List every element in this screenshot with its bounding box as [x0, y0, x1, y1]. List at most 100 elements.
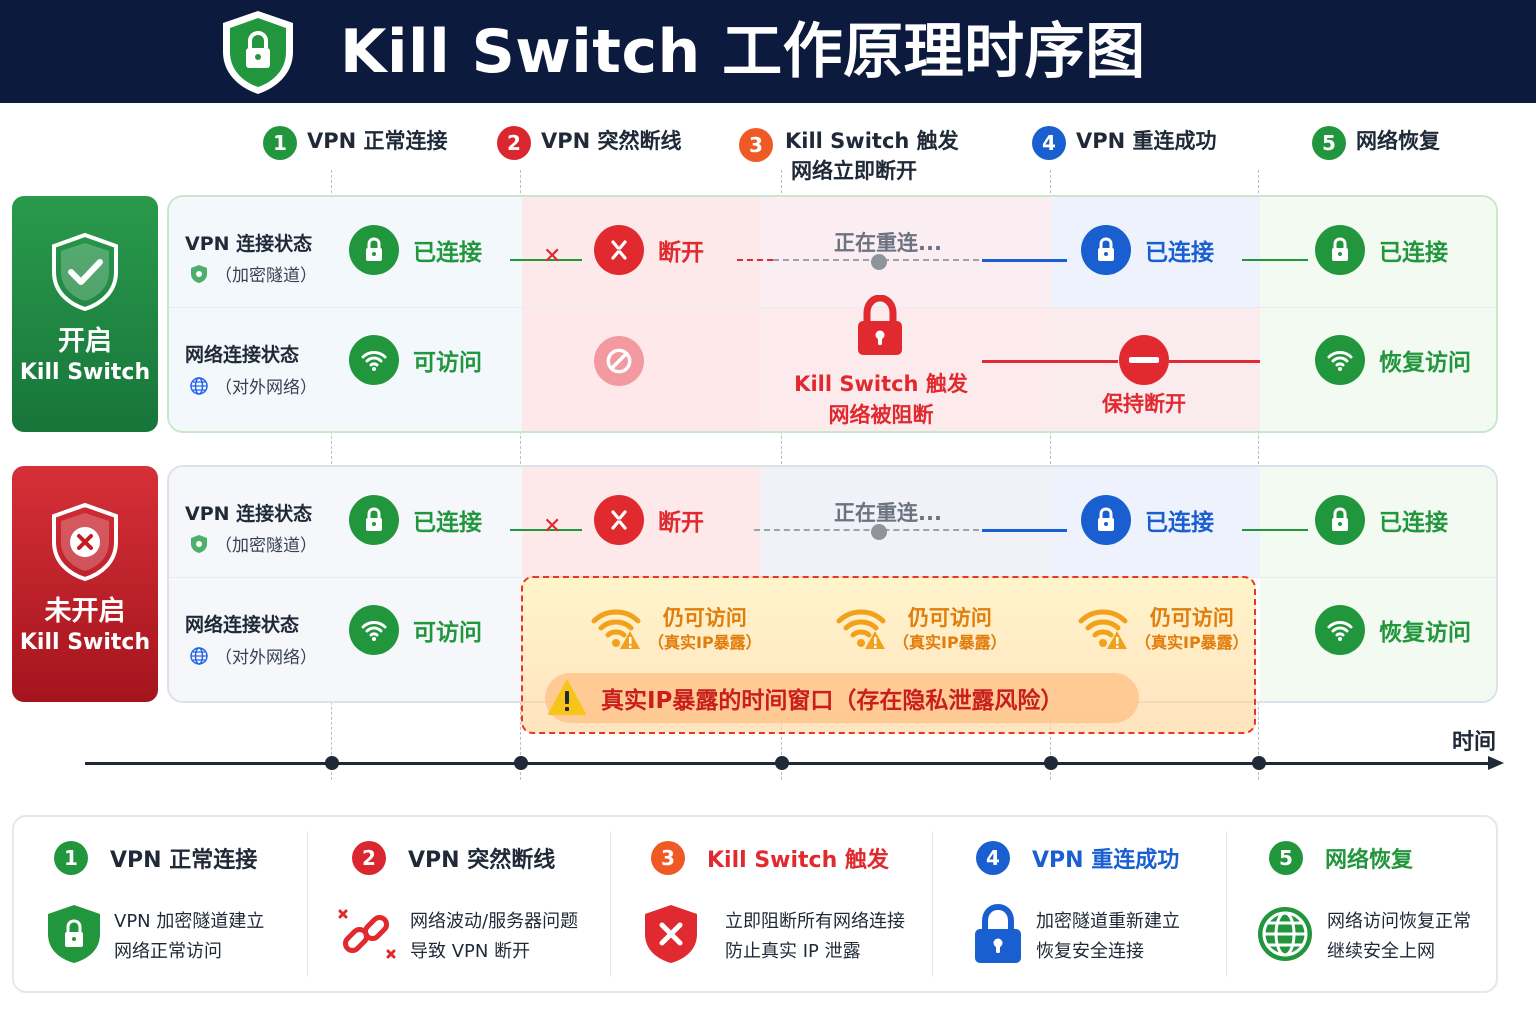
row-divider [169, 307, 1496, 308]
status-net-accessible: 可访问 [349, 605, 482, 655]
legend-desc-line2: 继续安全上网 [1327, 941, 1435, 962]
legend-desc-line2: 防止真实 IP 泄露 [725, 941, 861, 962]
badge-subtitle: Kill Switch [19, 630, 151, 655]
zone-normal [169, 467, 522, 701]
axis-dot [775, 756, 789, 770]
still-main: 仍可访问 [1149, 606, 1234, 630]
padlock-icon [858, 295, 902, 355]
shield-x-icon [52, 502, 118, 582]
legend-desc-line2: 恢复安全连接 [1036, 941, 1144, 962]
reconnected-line [982, 259, 1067, 262]
legend-separator [1226, 831, 1227, 977]
shield-icon [191, 534, 207, 553]
shield-icon [191, 264, 207, 283]
step-number: 2 [497, 126, 531, 160]
legend-separator [932, 831, 933, 977]
status-text: 可访问 [413, 350, 482, 376]
legend-title: 网络恢复 [1325, 848, 1414, 873]
legend-desc-line1: 加密隧道重新建立 [1036, 911, 1180, 932]
legend-desc-line1: 网络波动/服务器问题 [410, 911, 579, 932]
legend-card-4: 4 VPN 重连成功 加密隧道重新建立 恢复安全连接 [975, 817, 1224, 991]
status-net-accessible: 可访问 [349, 335, 482, 385]
badge-subtitle: Kill Switch [19, 360, 151, 385]
broken-link-icon [594, 225, 644, 275]
header-bar: Kill Switch 工作原理时序图 [0, 0, 1536, 103]
broken-link-icon [338, 909, 396, 959]
legend-separator [610, 831, 611, 977]
status-vpn-connected-final: 已连接 [1315, 495, 1448, 545]
legend-card-5: 5 网络恢复 网络访问恢复正常 继续安全上网 [1258, 817, 1494, 991]
row-sub-vpn: （加密隧道） [189, 261, 317, 286]
globe-icon [190, 376, 208, 395]
blocked-line2: 网络被阻断 [828, 403, 934, 427]
step-number: 5 [1312, 126, 1346, 160]
legend-title: Kill Switch 触发 [707, 848, 889, 873]
connection-line [510, 259, 582, 261]
legend-desc-line1: VPN 加密隧道建立 [114, 911, 265, 932]
status-vpn-disconnected: 断开 [594, 225, 704, 275]
status-vpn-reconnected: 已连接 [1081, 225, 1214, 275]
shield-x-icon [645, 905, 697, 963]
badge-kill-switch-on: 开启 Kill Switch [12, 196, 158, 432]
status-reconnecting: 正在重连... [834, 501, 942, 525]
step-number: 1 [54, 841, 88, 875]
no-entry-icon [1119, 335, 1169, 385]
step-header-4: 4 VPN 重连成功 [1032, 126, 1217, 160]
row-title-net: 网络连接状态 [185, 614, 300, 636]
step-header-3: 3 Kill Switch 触发 网络立即断开 [739, 126, 959, 186]
axis-dot [514, 756, 528, 770]
reconnected-line [982, 529, 1067, 532]
globe-icon [1258, 907, 1312, 961]
legend-title: VPN 正常连接 [110, 848, 258, 873]
still-sub: （真实IP暴露） [1135, 633, 1249, 652]
reconnect-dot [871, 254, 887, 270]
shield-lock-icon [48, 905, 100, 963]
still-sub: （真实IP暴露） [893, 633, 1007, 652]
status-text: 恢复访问 [1379, 620, 1471, 646]
row-title-vpn: VPN 连接状态 [185, 233, 313, 255]
status-vpn-connected: 已连接 [349, 495, 482, 545]
connection-line [510, 529, 582, 531]
reconnect-line [754, 529, 979, 531]
legend-desc-line1: 立即阻断所有网络连接 [725, 911, 905, 932]
legend-desc: VPN 加密隧道建立 网络正常访问 [114, 907, 264, 967]
status-vpn-connected: 已连接 [349, 225, 482, 275]
panel-kill-switch-on: VPN 连接状态 （加密隧道） 网络连接状态 （对外网络） 已连接 ✕ 断开 正… [167, 195, 1498, 433]
legend-title: VPN 重连成功 [1032, 848, 1180, 873]
status-still-accessible-3: 仍可访问 （真实IP暴露） [1077, 604, 1249, 654]
row-sub-net: （对外网络） [189, 373, 317, 398]
legend-desc: 网络访问恢复正常 继续安全上网 [1327, 907, 1471, 967]
wifi-icon [349, 605, 399, 655]
blocked-line [1169, 360, 1260, 363]
status-text: 断开 [658, 510, 704, 536]
badge-title: 开启 [58, 326, 112, 357]
wifi-icon [349, 335, 399, 385]
zone-normal [169, 197, 522, 431]
step-number: 1 [263, 126, 297, 160]
legend-panel: 1 VPN 正常连接 VPN 加密隧道建立 网络正常访问 2 VPN 突然断线 … [12, 815, 1498, 993]
row-sub-vpn: （加密隧道） [189, 531, 317, 556]
page-title: Kill Switch 工作原理时序图 [340, 17, 1146, 87]
globe-icon [190, 646, 208, 665]
status-net-restored: 恢复访问 [1315, 605, 1471, 655]
legend-card-3: 3 Kill Switch 触发 立即阻断所有网络连接 防止真实 IP 泄露 [645, 817, 929, 991]
still-text: 仍可访问 （真实IP暴露） [1135, 604, 1249, 654]
zone-restore [1260, 467, 1496, 701]
row-title-vpn: VPN 连接状态 [185, 503, 313, 525]
zone-restore [1260, 197, 1496, 431]
status-text: 已连接 [413, 240, 482, 266]
legend-card-2: 2 VPN 突然断线 网络波动/服务器问题 导致 VPN 断开 [338, 817, 607, 991]
still-main: 仍可访问 [907, 606, 992, 630]
status-vpn-reconnected: 已连接 [1081, 495, 1214, 545]
still-main: 仍可访问 [662, 606, 747, 630]
exposure-warning-text: 真实IP暴露的时间窗口（存在隐私泄露风险） [601, 688, 1064, 714]
status-keep-off: 保持断开 [1102, 392, 1186, 416]
wifi-warning-icon [1078, 609, 1128, 649]
status-text: 恢复访问 [1379, 350, 1471, 376]
blocked-line [982, 360, 1118, 363]
axis-dot [1252, 756, 1266, 770]
step-number: 2 [352, 841, 386, 875]
step-label: VPN 重连成功 [1076, 129, 1217, 153]
shield-check-icon [52, 232, 118, 312]
step-number: 3 [651, 841, 685, 875]
